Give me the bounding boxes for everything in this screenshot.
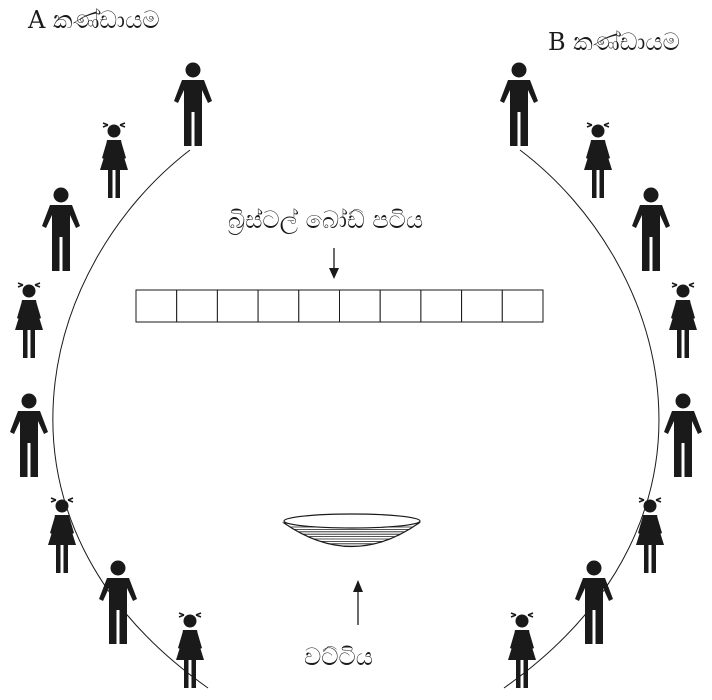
board-cell <box>501 289 544 323</box>
girl-figure-icon <box>47 497 77 574</box>
board-cell <box>176 289 218 323</box>
board-arrow <box>329 248 339 279</box>
board-cell <box>135 289 178 323</box>
board-cell <box>216 289 259 323</box>
boy-figure-icon <box>632 187 670 271</box>
team-b-arc <box>503 149 660 689</box>
girl-figure-icon <box>583 122 613 199</box>
board-cell <box>298 289 340 323</box>
bristol-board-label: බ්‍රිස්ටල් බෝඩ් පටිය <box>228 206 424 234</box>
basin-label: වට්ටිය <box>304 643 374 671</box>
team-a-label: A කණ්ඩායම <box>28 6 160 34</box>
boy-figure-icon <box>99 560 137 644</box>
boy-figure-icon <box>42 187 80 271</box>
boy-figure-icon <box>10 393 48 477</box>
boy-figure-icon <box>174 62 212 146</box>
girl-figure-icon <box>99 122 129 199</box>
girl-figure-icon <box>668 282 698 359</box>
team-b-label: B කණ්ඩායම <box>548 28 680 56</box>
boy-figure-icon <box>500 62 538 146</box>
boy-figure-icon <box>575 560 613 644</box>
girl-figure-icon <box>635 497 665 574</box>
team-a-arc <box>52 149 209 689</box>
girl-figure-icon <box>175 612 205 689</box>
bristol-board-strip <box>135 289 544 323</box>
board-cell <box>461 289 503 323</box>
board-cell <box>420 289 463 323</box>
board-cell <box>257 289 300 323</box>
boy-figure-icon <box>664 393 702 477</box>
basin-arrow <box>353 580 363 625</box>
girl-figure-icon <box>507 612 537 689</box>
basin-icon <box>282 513 421 547</box>
team-b-members <box>500 62 702 689</box>
board-cell <box>339 289 381 323</box>
board-cell <box>379 289 422 323</box>
girl-figure-icon <box>14 282 44 359</box>
